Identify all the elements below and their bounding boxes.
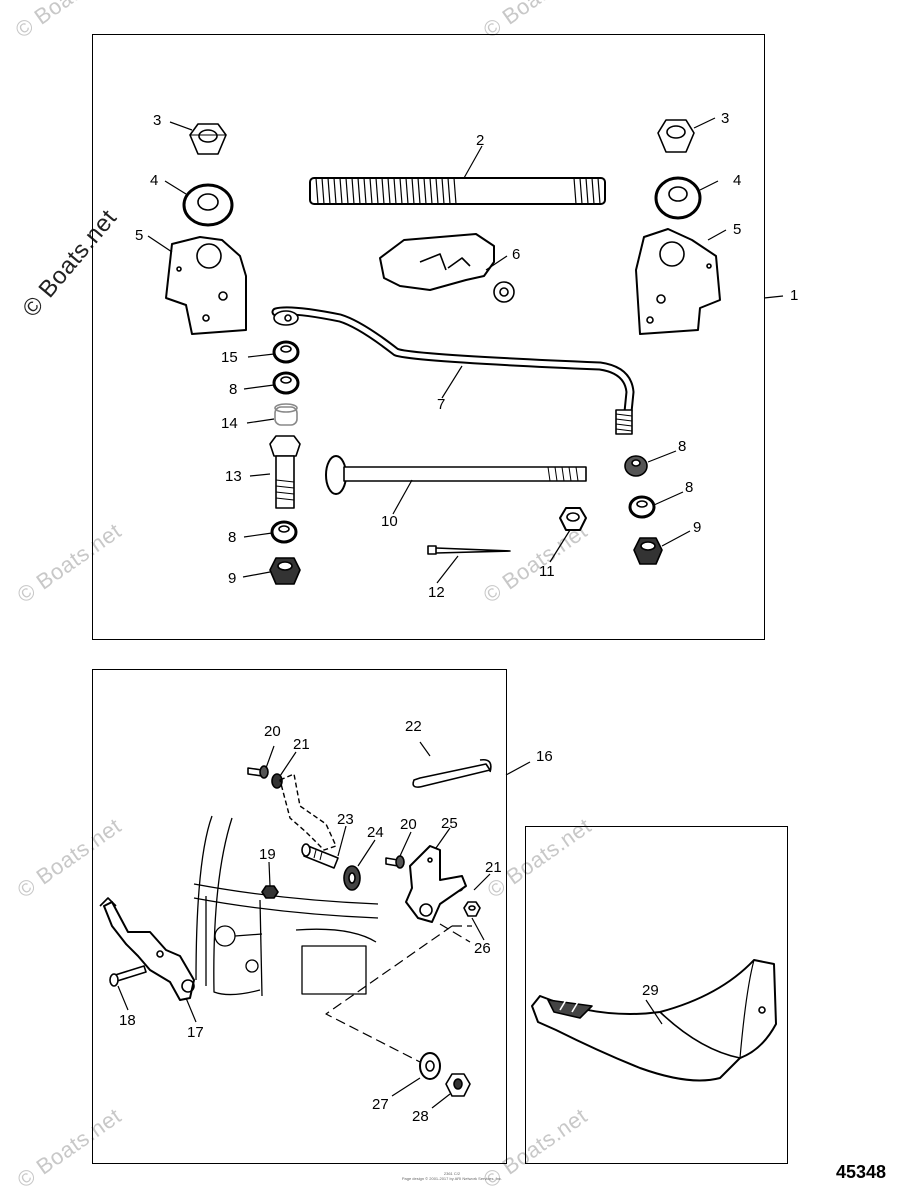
- clip-part-22[interactable]: [412, 758, 492, 788]
- callout-15: 15: [221, 349, 238, 366]
- callout-7: 7: [437, 396, 446, 413]
- callout-8-a: 8: [229, 381, 238, 398]
- callout-2: 2: [476, 132, 485, 149]
- callout-3-right: 3: [721, 110, 730, 127]
- nut-part-28[interactable]: [445, 1073, 471, 1097]
- callout-5-right: 5: [733, 221, 742, 238]
- callout-6: 6: [512, 246, 521, 263]
- bolt-part-13[interactable]: [269, 435, 301, 509]
- footer-line-1: 2361 C/2: [443, 1171, 461, 1176]
- callout-11: 11: [539, 563, 555, 580]
- parts-panel-bottom-right: [525, 826, 788, 1164]
- screw-part-20-a[interactable]: [247, 765, 269, 779]
- washer-part-27[interactable]: [419, 1052, 441, 1080]
- washer-part-8-b[interactable]: [270, 520, 298, 544]
- leader-lines-top: [147, 117, 784, 584]
- bracket-part-25[interactable]: [405, 845, 467, 923]
- bushing-part-14[interactable]: [274, 403, 298, 426]
- nut-part-11[interactable]: [559, 507, 587, 531]
- callout-4-left: 4: [150, 172, 159, 189]
- parts-panel-top: [92, 34, 765, 640]
- callout-10: 10: [381, 513, 398, 530]
- bracket-part-5-right[interactable]: [635, 228, 721, 335]
- callout-19: 19: [259, 846, 276, 863]
- callout-25: 25: [441, 815, 458, 832]
- callout-16: 16: [536, 748, 553, 765]
- assembly-guide-lines: [325, 923, 472, 1063]
- callout-1: 1: [790, 287, 799, 304]
- callout-12: 12: [428, 584, 445, 601]
- spacer-part-15[interactable]: [272, 340, 300, 364]
- nut-part-26[interactable]: [463, 901, 481, 917]
- callout-8-b: 8: [228, 529, 237, 546]
- callout-24: 24: [367, 824, 384, 841]
- callout-9-right: 9: [693, 519, 702, 536]
- callout-14: 14: [221, 415, 238, 432]
- footer-line-2: Page design © 2001-2017 by ARI Network S…: [401, 1176, 503, 1182]
- engine-housing-outline: [193, 815, 379, 997]
- pivot-pin-part-23[interactable]: [301, 843, 339, 869]
- link-rod-part-7[interactable]: [271, 306, 635, 435]
- shift-handle-part-29[interactable]: [531, 959, 777, 1082]
- leader-lines-bottom-left: [117, 741, 531, 1109]
- footer-copyright: 2361 C/2 Page design © 2001-2017 by ARI …: [392, 1171, 512, 1181]
- locknut-part-9-right[interactable]: [633, 537, 663, 565]
- callout-9-left: 9: [228, 570, 237, 587]
- washer-part-8-c[interactable]: [624, 455, 648, 477]
- callout-5-left: 5: [135, 227, 144, 244]
- callout-18: 18: [119, 1012, 136, 1029]
- hex-nut-part-3-left[interactable]: [189, 123, 227, 155]
- callout-21-b: 21: [485, 859, 502, 876]
- parts-panel-bottom-left: [92, 669, 507, 1164]
- callout-23: 23: [337, 811, 354, 828]
- washer-part-8-a[interactable]: [272, 371, 300, 395]
- cable-tie-part-12[interactable]: [427, 545, 511, 555]
- callout-28: 28: [412, 1108, 429, 1125]
- diagram-number: 45348: [835, 1162, 886, 1182]
- callout-4-right: 4: [733, 172, 742, 189]
- callout-29: 29: [642, 982, 659, 999]
- callout-8-d: 8: [685, 479, 694, 496]
- washer-part-4-left[interactable]: [182, 183, 234, 227]
- nut-part-19[interactable]: [261, 885, 279, 899]
- callout-13: 13: [225, 468, 242, 485]
- leader-lines-bottom-right: [645, 999, 663, 1025]
- callout-20-b: 20: [400, 816, 417, 833]
- threaded-rod-part-2[interactable]: [309, 177, 606, 205]
- callout-3-left: 3: [153, 112, 162, 129]
- callout-20-a: 20: [264, 723, 281, 740]
- screw-part-20-b[interactable]: [385, 855, 405, 869]
- link-arm-dashed: [279, 773, 337, 851]
- callout-26: 26: [474, 940, 491, 957]
- bushing-part-24[interactable]: [343, 865, 361, 891]
- washer-part-8-d[interactable]: [628, 495, 656, 519]
- washer-part-21-a[interactable]: [271, 773, 283, 789]
- detent-plate-part-6[interactable]: [379, 233, 515, 303]
- callout-22: 22: [405, 718, 422, 735]
- callout-8-c: 8: [678, 438, 687, 455]
- callout-21-a: 21: [293, 736, 310, 753]
- throttle-lever-part-17[interactable]: [99, 897, 195, 1001]
- hex-nut-part-3-right[interactable]: [657, 119, 695, 153]
- bracket-part-5-left[interactable]: [165, 236, 247, 335]
- carriage-bolt-part-10[interactable]: [325, 455, 587, 495]
- screw-part-18[interactable]: [109, 965, 147, 987]
- washer-part-4-right[interactable]: [654, 176, 702, 220]
- locknut-part-9-left[interactable]: [269, 557, 301, 585]
- callout-27: 27: [372, 1096, 389, 1113]
- callout-17: 17: [187, 1024, 204, 1041]
